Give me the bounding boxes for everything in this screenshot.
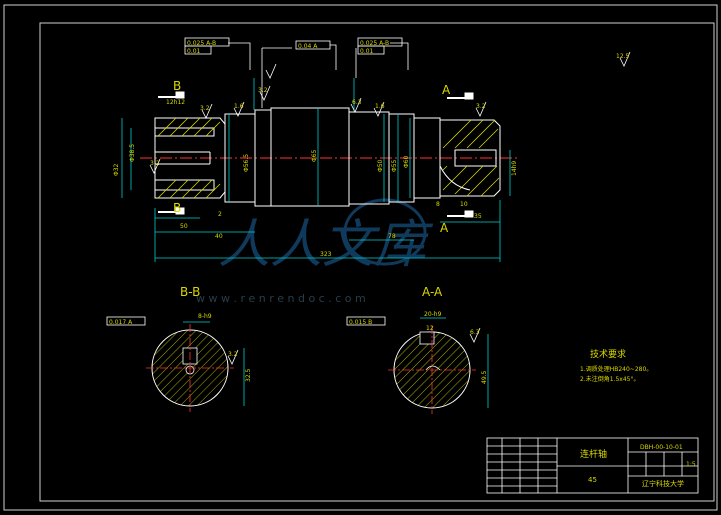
dim-len-2: 2 <box>218 211 222 218</box>
dimension-texts: 12h12 Φ32 Φ38.5 Φ65 Φ56.5 Φ50 Φ55 Φ60 14… <box>113 99 518 258</box>
tolerance-frames <box>106 37 403 326</box>
dim-left-keyway: Φ38.5 <box>129 144 136 162</box>
dim-len-78: 78 <box>388 233 396 240</box>
right-journal <box>439 119 501 197</box>
title-part-name: 连杆轴 <box>580 448 607 460</box>
tolerance-bb: 0.017 A <box>109 319 133 326</box>
center-collar <box>270 107 350 207</box>
section-bb: 8-h9 32.5 <box>146 313 252 412</box>
roughness-corner: 12.5 <box>616 53 630 60</box>
tech-line-2: 2.未注倒角1.5x45°。 <box>580 375 639 383</box>
aa-small-dim: 12 <box>426 325 434 332</box>
section-label-b-bottom: B <box>173 201 181 215</box>
tech-requirements: 技术要求 1.调质处理HB240~280。 2.未注倒角1.5x45°。 <box>580 348 652 383</box>
dim-len-35: 35 <box>474 213 482 220</box>
dim-len-8: 8 <box>436 201 440 208</box>
bb-top-dim: 8-h9 <box>198 313 212 320</box>
inner-frame <box>39 22 715 502</box>
outer-frame <box>3 4 718 511</box>
tolerance-right-1: 0.025 A-B <box>360 40 389 47</box>
roughness-mid: 3.2 <box>150 160 160 167</box>
roughness-2: 1.6 <box>234 103 244 110</box>
aa-side-dim: 49.5 <box>481 370 488 384</box>
dim-right-1: Φ50 <box>377 159 384 172</box>
dim-len-10: 10 <box>460 201 468 208</box>
aa-top-dim: 20-h9 <box>424 311 442 318</box>
section-markers <box>158 91 474 218</box>
tolerance-left-1: 0.025 A-B <box>187 40 216 47</box>
watermark: 人人文库 w w w . r e n r e n d o c . c o m <box>196 198 434 305</box>
watermark-chars: 人人文库 <box>218 215 434 275</box>
section-aa: 20-h9 12 49.5 <box>388 311 489 414</box>
dim-left-top: 12h12 <box>166 99 185 106</box>
dim-mid-small: Φ56.5 <box>243 154 250 172</box>
roughness-symbols <box>149 51 631 365</box>
dim-right-3: Φ60 <box>403 155 410 168</box>
title-drawing-no: DBH-00-10-01 <box>640 444 683 451</box>
tolerance-aa: 0.015 B <box>349 319 372 326</box>
roughness-1: 3.2 <box>200 105 210 112</box>
dimension-lines <box>121 78 511 262</box>
tolerance-leaders <box>228 42 409 108</box>
title-material: 45 <box>588 476 597 484</box>
roughness-bb: 3.2 <box>228 351 238 358</box>
section-label-b-top: B <box>173 79 181 93</box>
dim-mid-big: Φ65 <box>311 149 318 162</box>
dim-right-end: 14h9 <box>511 161 518 176</box>
tolerance-mid: 0.04 A <box>298 43 318 50</box>
tolerance-left-2: 0.01 <box>187 48 201 55</box>
view-label-bb: B-B <box>180 285 200 299</box>
roughness-6: 3.2 <box>476 103 486 110</box>
roughness-5: 1.6 <box>375 103 385 110</box>
watermark-url: w w w . r e n r e n d o c . c o m <box>196 292 366 305</box>
shaft-main-view <box>121 42 520 262</box>
dim-len-total: 323 <box>320 251 332 258</box>
dim-right-2: Φ55 <box>391 159 398 172</box>
section-label-a-top: A <box>442 83 451 97</box>
title-school: 辽宁科技大学 <box>642 479 684 488</box>
tech-title: 技术要求 <box>590 348 626 360</box>
dim-left-phi: Φ32 <box>113 163 120 176</box>
dim-len-40: 40 <box>215 233 223 240</box>
bb-side-dim: 32.5 <box>245 368 252 382</box>
tolerance-right-2: 0.01 <box>360 48 374 55</box>
roughness-aa: 6.3 <box>470 329 480 336</box>
roughness-4: 6.3 <box>352 99 362 106</box>
view-label-aa: A-A <box>422 285 443 299</box>
roughness-3: 3.2 <box>258 87 268 94</box>
tech-line-1: 1.调质处理HB240~280。 <box>580 365 652 373</box>
section-label-a-bottom: A <box>440 221 449 235</box>
title-scale: 1:5 <box>686 461 696 468</box>
dim-len-50: 50 <box>180 223 188 230</box>
title-block <box>486 437 699 494</box>
